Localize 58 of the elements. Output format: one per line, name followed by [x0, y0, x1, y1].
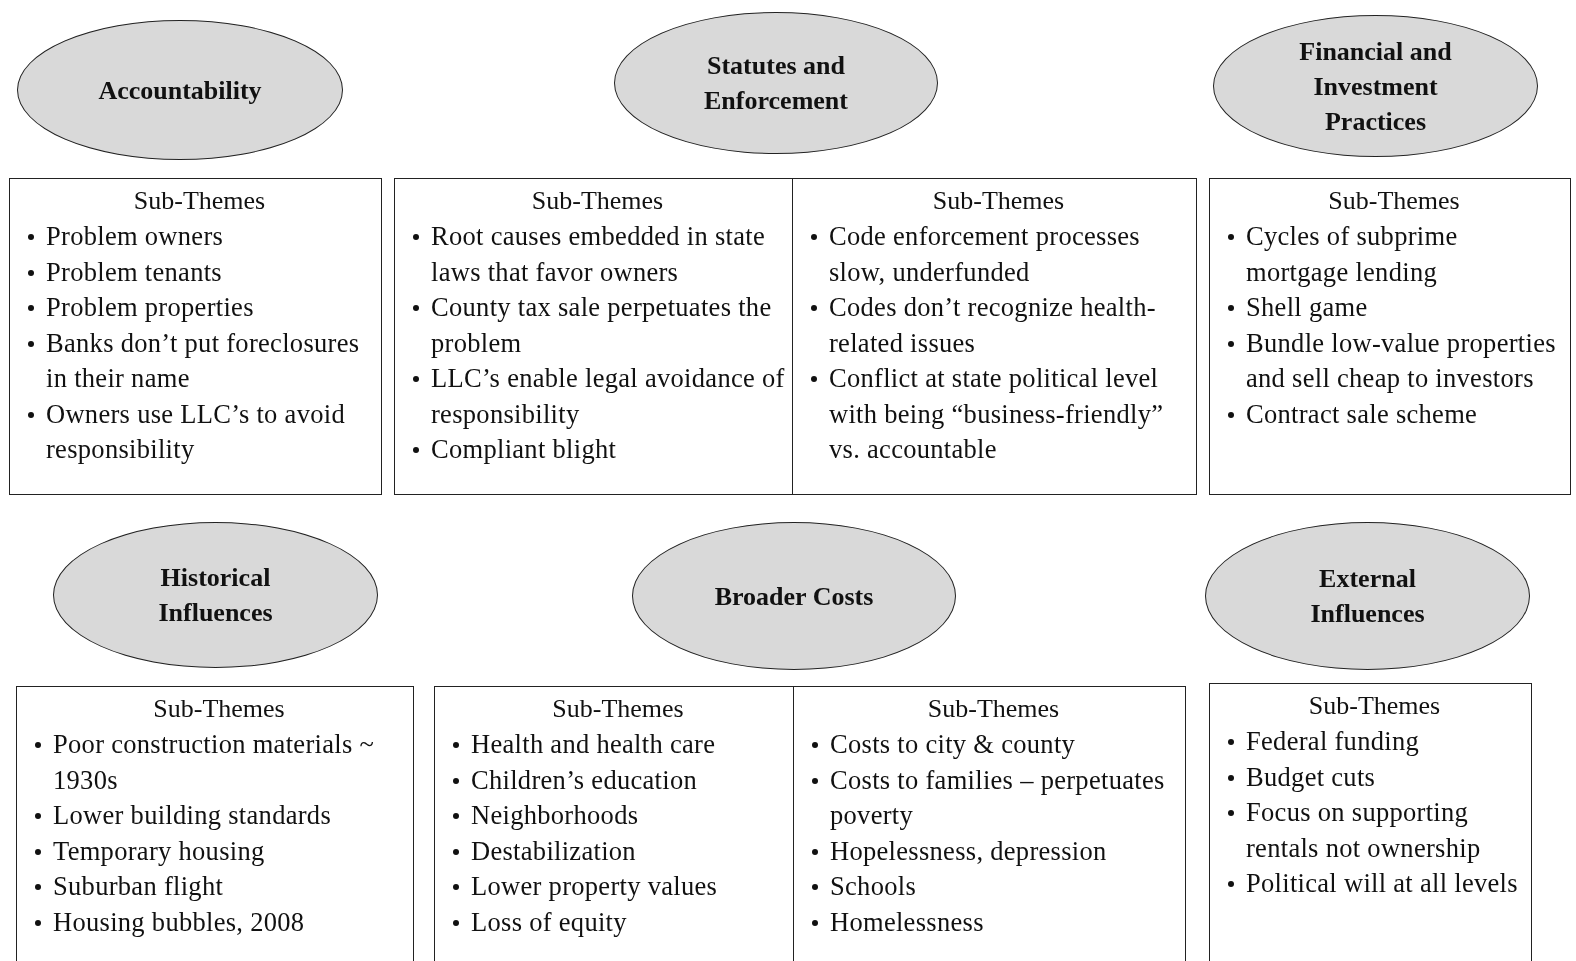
bullet-item: Problem owners [46, 221, 224, 251]
bullet-item: County tax sale perpetuates the problem [431, 292, 772, 358]
sub-theme-box [793, 686, 1186, 961]
bullet-item: Conflict at state political level with being “business-friendly” vs. accountable [829, 363, 1164, 464]
bullet-item: Compliant blight [431, 434, 617, 464]
bullet-item: Costs to families – perpetuates poverty [830, 764, 1165, 830]
box-heading: Sub-Themes [1327, 185, 1461, 217]
box-heading: Sub-Themes [132, 185, 267, 217]
sub-theme-box [1209, 683, 1532, 961]
bullet-item: Cycles of subprime mortgage lending [1246, 221, 1458, 287]
box-heading: Sub-Themes [926, 693, 1061, 725]
bullet-item: LLC’s enable legal avoidance of responsibility [431, 363, 785, 429]
bullet-item: Code enforcement processes slow, underfunded [829, 221, 1140, 287]
bullet-item: Schools [830, 871, 917, 901]
bullet-item: Housing bubbles, 2008 [53, 906, 305, 937]
bullet-item: Costs to city & county [830, 729, 1076, 759]
box-heading: Sub-Themes [1307, 690, 1442, 722]
bullet-item: Problem properties [46, 292, 254, 322]
bullet-item: Lower building standards [53, 800, 332, 830]
bullet-item: Temporary housing [53, 835, 265, 866]
sub-theme-box [792, 178, 1197, 495]
sub-theme-box [394, 178, 793, 495]
box-heading: Sub-Themes [931, 185, 1066, 217]
bullet-item: Neighborhoods [471, 800, 639, 830]
bullet-item: Focus on supporting rentals not ownership [1246, 797, 1481, 863]
bullet-item: Loss of equity [471, 906, 627, 937]
bullet-item: Banks don’t put foreclosures in their name [46, 327, 360, 393]
bullet-item: Suburban flight [53, 871, 224, 901]
theme-title: Broader Costs [714, 580, 874, 613]
bullet-item: Hopelessness, depression [830, 835, 1107, 866]
bullet-item: Destabilization [471, 835, 636, 866]
bullet-item: Problem tenants [46, 256, 222, 287]
theme-title: Historical Influences [157, 562, 274, 629]
theme-title: Financial and Investment Practices [1298, 35, 1453, 138]
sub-theme-box [9, 178, 382, 495]
bullet-item: Political will at all levels [1246, 868, 1518, 898]
theme-title: External Influences [1309, 563, 1426, 630]
theme-title: Statutes and Enforcement [703, 50, 849, 117]
bullet-item: Federal funding [1246, 726, 1420, 756]
bullet-item: Lower property values [471, 871, 718, 901]
sub-theme-box [16, 686, 414, 961]
theme-title: Accountability [98, 74, 262, 107]
bullet-item: Shell game [1246, 292, 1368, 322]
box-heading: Sub-Themes [551, 693, 685, 725]
bullet-item: Poor construction materials ~ 1930s [53, 729, 375, 795]
box-heading: Sub-Themes [530, 185, 665, 217]
bullet-item: Homelessness [830, 906, 984, 937]
sub-theme-box [434, 686, 794, 961]
bullet-item: Bundle low-value properties and sell cheap to investors [1246, 327, 1556, 393]
sub-theme-box [1209, 178, 1571, 495]
bullet-item: Root causes embedded in state laws that favor owners [431, 221, 765, 287]
bullet-item: Health and health care [471, 729, 716, 759]
bullet-item: Codes don’t recognize health-related issues [829, 292, 1156, 358]
bullet-item: Owners use LLC’s to avoid responsibility [46, 398, 345, 464]
bullet-item: Contract sale scheme [1246, 398, 1478, 429]
bullet-item: Budget cuts [1246, 761, 1376, 792]
bullet-item: Children’s education [471, 764, 698, 795]
box-heading: Sub-Themes [152, 693, 286, 725]
